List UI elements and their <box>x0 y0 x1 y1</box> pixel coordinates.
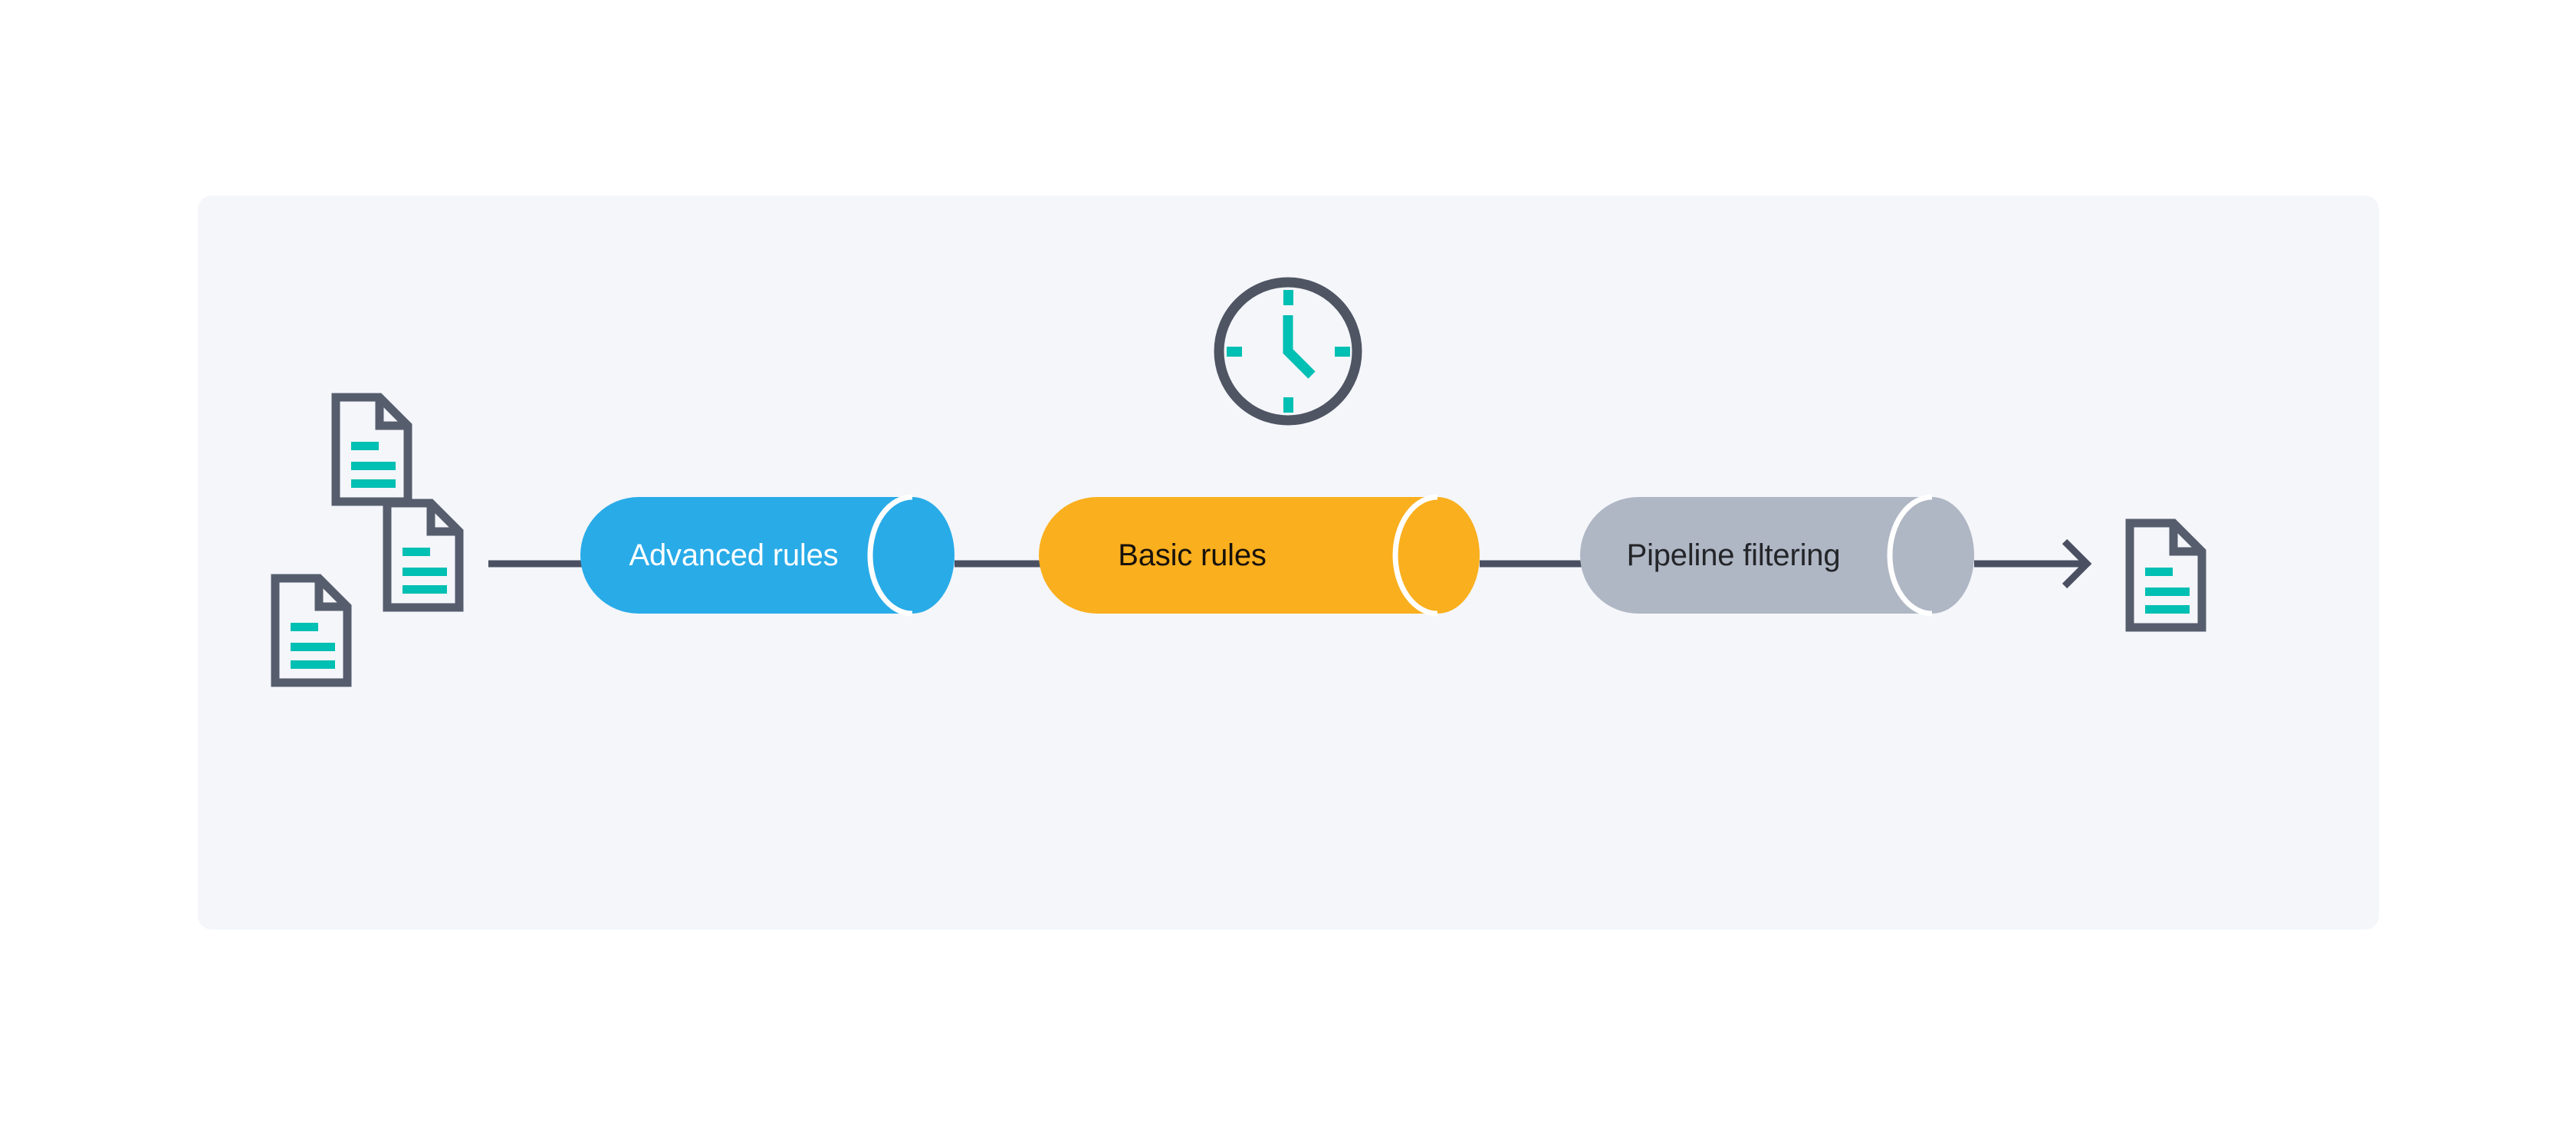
stage-label-basic-rules: Basic rules <box>1118 538 1267 572</box>
document-icon-middle <box>387 503 459 607</box>
document-icon-bottom <box>275 578 347 683</box>
stage-label-advanced-rules: Advanced rules <box>629 538 839 572</box>
document-icon-top <box>336 397 408 502</box>
document-icon-output <box>2130 523 2202 627</box>
stage-label-pipeline-filtering: Pipeline filtering <box>1626 538 1841 572</box>
